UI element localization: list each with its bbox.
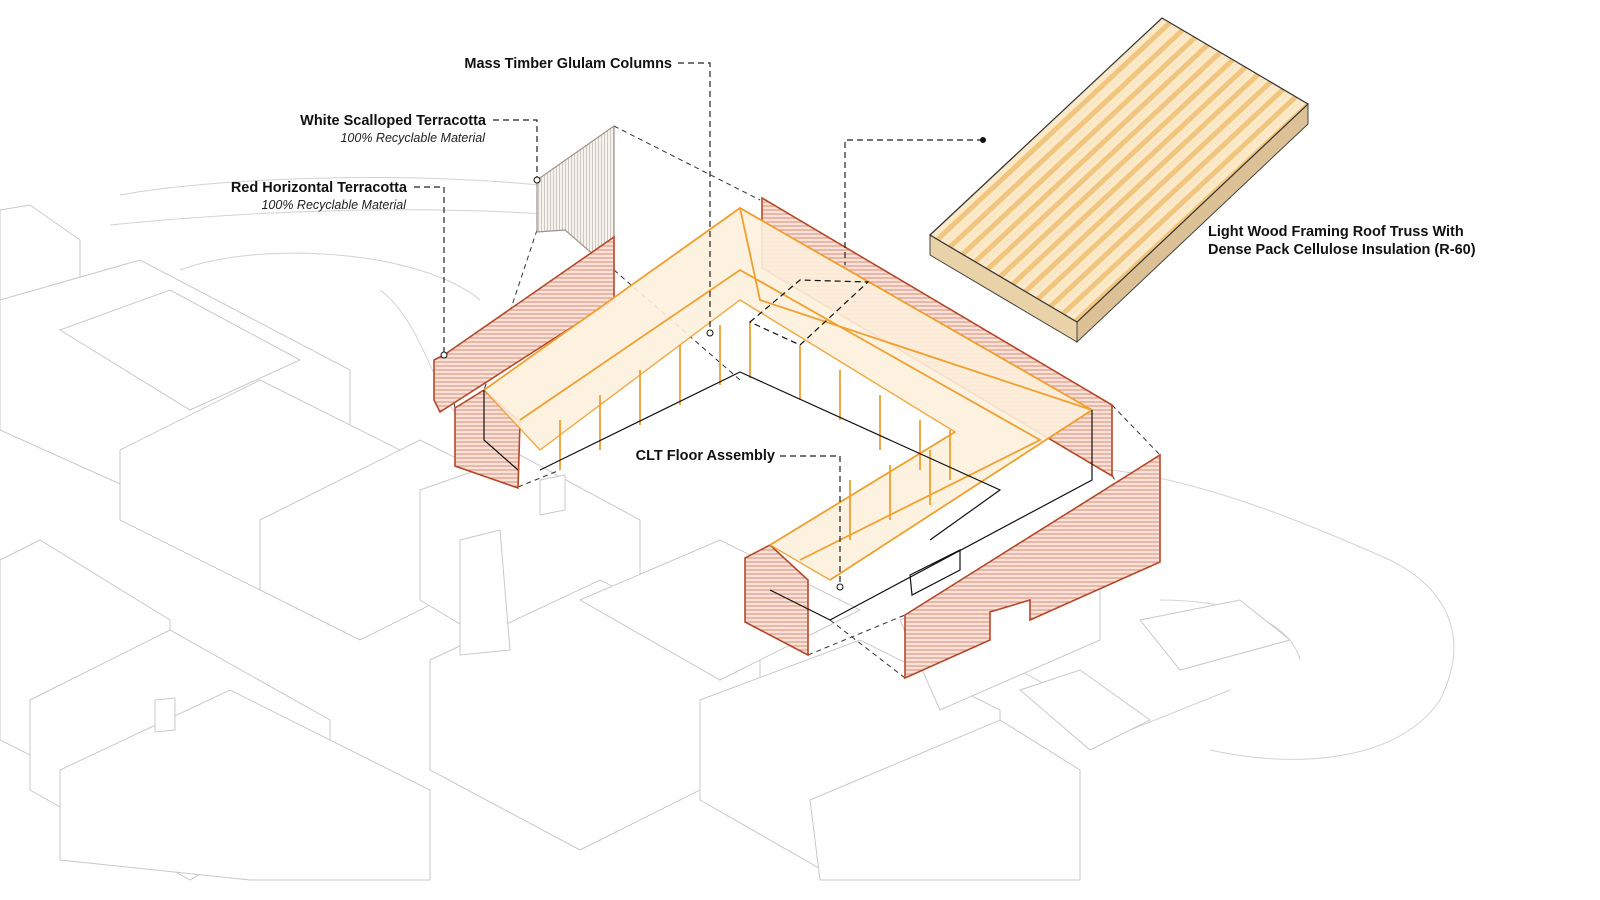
leader-lines (414, 62, 986, 591)
context-buildings (0, 177, 1455, 881)
label-clt-floor: CLT Floor Assembly (636, 448, 775, 464)
label-roof-truss-line1: Light Wood Framing Roof Truss With (1208, 224, 1464, 240)
timber-structure (482, 206, 1094, 621)
label-white-terracotta-sub: 100% Recyclable Material (340, 131, 486, 145)
label-glulam-columns: Mass Timber Glulam Columns (464, 56, 672, 72)
label-red-terracotta: Red Horizontal Terracotta (231, 180, 408, 196)
label-red-terracotta-sub: 100% Recyclable Material (261, 198, 407, 212)
label-roof-truss-line2: Dense Pack Cellulose Insulation (R-60) (1208, 242, 1476, 258)
label-white-terracotta: White Scalloped Terracotta (300, 113, 487, 129)
roof-truss-panel (929, 17, 1309, 344)
